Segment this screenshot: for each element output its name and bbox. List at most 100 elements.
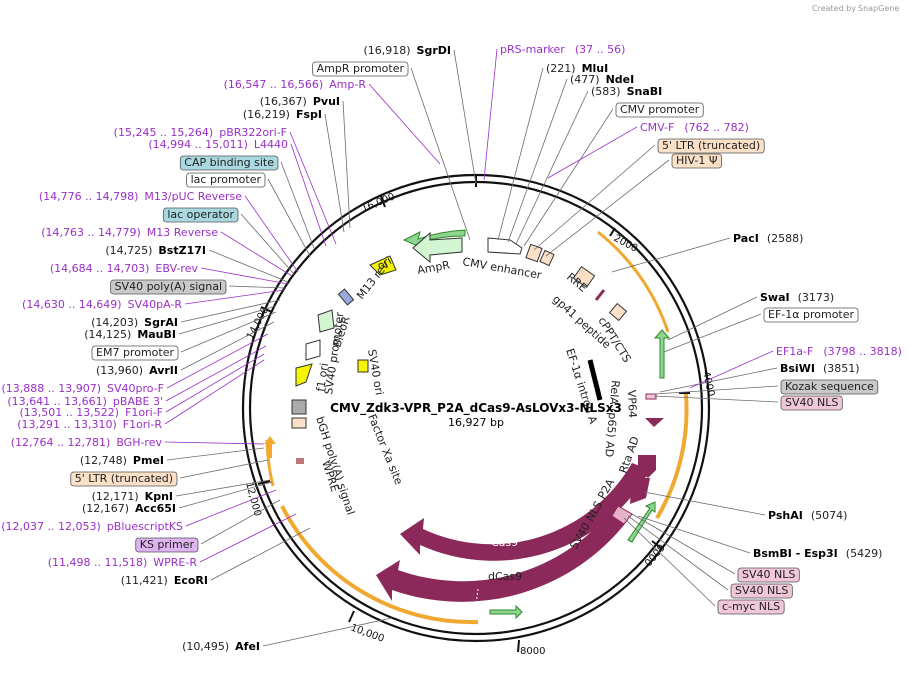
label-c-myc-nls[interactable]: c-myc NLS xyxy=(623,517,785,615)
label-lac-promoter[interactable]: lac promoter xyxy=(186,172,311,257)
bleor-arrow[interactable] xyxy=(317,309,335,333)
site-name: BsiWI xyxy=(780,362,815,375)
site-name: BstZ17I xyxy=(158,244,206,257)
lac-op-box xyxy=(337,288,355,306)
primer-name: M13 Reverse xyxy=(147,226,218,239)
primer-name: pRS-marker xyxy=(500,43,565,56)
feature-box-text: SV40 poly(A) signal xyxy=(115,280,222,293)
label-wpre-r[interactable]: (11,498 .. 11,518)WPRE-R xyxy=(48,513,297,569)
f1-ori-arrow[interactable] xyxy=(295,363,313,387)
cas9-arrow[interactable] xyxy=(400,463,650,561)
feature-box-text: lac operator xyxy=(167,208,234,221)
nls-block[interactable] xyxy=(611,505,633,525)
label-f1ori-f[interactable]: (13,501 .. 13,522)F1ori-F xyxy=(20,353,265,419)
label-ndei[interactable]: (477)NdeI xyxy=(507,73,635,243)
label-avrii[interactable]: (13,960)AvrII xyxy=(96,321,275,377)
label-kpni[interactable]: (12,171)KpnI xyxy=(92,479,271,503)
label-ecori[interactable]: (11,421)EcoRI xyxy=(121,527,311,587)
feature-box-text: AmpR promoter xyxy=(317,62,405,75)
label-paci[interactable]: (2588)PacI xyxy=(611,232,803,273)
feature-box xyxy=(730,583,793,599)
label-pvui[interactable]: (16,367)PvuI xyxy=(260,95,351,229)
left-labels: (16,547 .. 16,566)Amp-R(16,367)PvuI(16,2… xyxy=(1,78,441,653)
label-amp-r[interactable]: (16,547 .. 16,566)Amp-R xyxy=(224,78,441,165)
plasmid-name: CMV_Zdk3-VPR_P2A_dCas9-AsLOVx3-NLSx3 xyxy=(330,401,622,416)
label-ks-primer[interactable]: KS primer xyxy=(135,499,281,553)
label-hiv-1[interactable]: HIV-1 Ψ xyxy=(545,153,722,257)
tick-label-16000: 16,000 xyxy=(360,191,397,214)
feature-box xyxy=(671,153,722,169)
site-position: (221) xyxy=(546,62,576,75)
ampr-arrow[interactable] xyxy=(412,231,463,264)
feature-box xyxy=(91,345,179,361)
site-name: AfeI xyxy=(235,640,260,653)
label-cap-binding-site[interactable]: CAP binding site xyxy=(179,155,315,249)
label-pbluescriptks[interactable]: (12,037 .. 12,053) pBluescriptKS xyxy=(1,489,277,533)
site-name: NdeI xyxy=(606,73,635,86)
primer-range: (3798 .. 3818) xyxy=(823,345,902,358)
green-arrow-lower-right[interactable] xyxy=(627,501,656,543)
label-bsmbi-esp3i[interactable]: (5429)BsmBI - Esp3I xyxy=(637,515,882,560)
label-sv40pro-f[interactable]: (13,888 .. 13,907)SV40pro-F xyxy=(1,333,269,395)
label-sv40-nls[interactable]: SV40 NLS xyxy=(631,513,800,583)
label-sgrdi[interactable]: (16,918)SgrDI xyxy=(363,44,477,185)
label-ampr-promoter[interactable]: AmpR promoter xyxy=(312,61,471,241)
label-cmv-f[interactable]: (762 .. 782)CMV-F xyxy=(547,121,749,179)
label-pbabe-3[interactable]: (13,641 .. 13,661)pBABE 3' xyxy=(7,345,267,408)
site-position: (16,918) xyxy=(363,44,410,57)
green-arrow-right[interactable] xyxy=(653,329,671,379)
green-arrow-bottom[interactable] xyxy=(489,604,523,620)
label-sv40-nls[interactable]: SV40 NLS xyxy=(627,515,793,599)
label-pbr322ori-f[interactable]: (15,245 .. 15,264)pBR322ori-F xyxy=(114,126,337,245)
label-mlui[interactable]: (221)MluI xyxy=(497,62,608,241)
site-name: MauBI xyxy=(137,328,176,341)
cmv-enhancer-arrow[interactable] xyxy=(487,237,523,255)
rta-arrow[interactable] xyxy=(630,478,650,504)
primer-range: (12,764 .. 12,781) xyxy=(11,436,111,449)
label-5-ltr-truncated[interactable]: 5' LTR (truncated) xyxy=(533,138,765,251)
label-sv40pa-r[interactable]: (14,630 .. 14,649)SV40pA-R xyxy=(22,289,285,311)
dcas9-arrow[interactable] xyxy=(376,510,628,602)
label-em7-promoter[interactable]: EM7 promoter xyxy=(91,311,277,361)
label-swai[interactable]: (3173)SwaI xyxy=(667,291,834,341)
label-bstz17i[interactable]: (14,725)BstZ17I xyxy=(105,244,289,283)
label-f1ori-r[interactable]: (13,291 .. 13,310)F1ori-R xyxy=(17,359,265,431)
ampr-label: AmpR xyxy=(416,258,451,277)
label-pshai[interactable]: (5074)PshAI xyxy=(643,491,847,522)
sv40-promoter-arrow[interactable] xyxy=(305,339,321,361)
label-bgh-rev[interactable]: (12,764 .. 12,781)BGH-rev xyxy=(11,436,265,449)
label-l4440[interactable]: (14,994 .. 15,011)L4440 xyxy=(148,138,327,247)
label-pmei[interactable]: (12,748)PmeI xyxy=(80,447,265,467)
label-sv40-poly-a-signal[interactable]: SV40 poly(A) signal xyxy=(110,279,287,295)
label-cmv-promoter[interactable]: CMV promoter xyxy=(523,102,704,247)
label-ef1a-f[interactable]: (3798 .. 3818)EF1a-F xyxy=(689,345,902,389)
label-ef-1-promoter[interactable]: EF-1α promoter xyxy=(663,307,859,353)
site-name: PacI xyxy=(733,232,759,245)
label-bsiwi[interactable]: (3851)BsiWI xyxy=(659,362,860,393)
primer-name: pBluescriptKS xyxy=(107,520,183,533)
label-maubi[interactable]: (14,125)MauBI xyxy=(84,305,277,341)
label-m13-reverse[interactable]: (14,763 .. 14,779)M13 Reverse xyxy=(41,226,293,277)
primer-range: (12,037 .. 12,053) xyxy=(1,520,101,533)
label-acc65i[interactable]: (12,167)Acc65I xyxy=(82,481,273,515)
vp64-arrow[interactable] xyxy=(645,418,664,427)
feature-box xyxy=(70,471,178,487)
feature-box-text: EM7 promoter xyxy=(96,346,174,359)
label-5-ltr-truncated[interactable]: 5' LTR (truncated) xyxy=(70,459,269,487)
label-ebv-rev[interactable]: (14,684 .. 14,703)EBV-rev xyxy=(50,262,289,285)
label-snabi[interactable]: (583)SnaBI xyxy=(515,85,662,245)
label-sv40-nls[interactable]: SV40 NLS xyxy=(653,395,843,411)
site-name: KpnI xyxy=(145,490,173,503)
label-lac-operator[interactable]: lac operator xyxy=(162,207,295,275)
rela-arrow[interactable] xyxy=(638,455,656,478)
label-kozak-sequence[interactable]: Kozak sequence xyxy=(653,379,879,395)
label-sgrai[interactable]: (14,203)SgrAI xyxy=(91,299,281,329)
label-prs-marker[interactable]: (37 .. 56)pRS-marker xyxy=(483,43,625,181)
tick-label-8000: 8000 xyxy=(520,646,545,657)
ori-arrow[interactable] xyxy=(369,255,397,276)
label-afei[interactable]: (10,495)AfeI xyxy=(182,617,393,653)
label-fspi[interactable]: (16,219)FspI xyxy=(243,108,345,233)
site-position: (14,203) xyxy=(91,316,138,329)
label-m13-puc-reverse[interactable]: (14,776 .. 14,798)M13/pUC Reverse xyxy=(39,190,299,273)
ori-label: ori xyxy=(375,254,394,272)
